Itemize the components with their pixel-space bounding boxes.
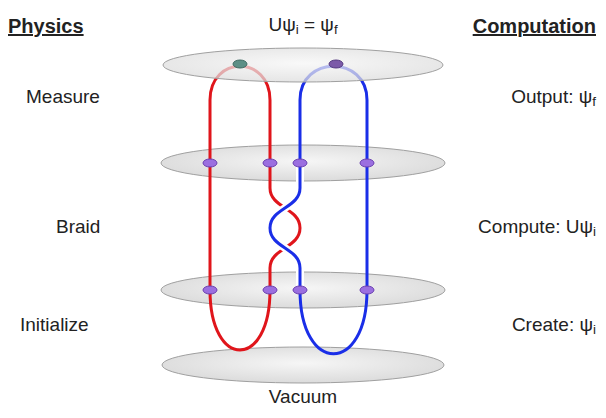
plane-ellipse [162, 347, 444, 383]
anyon-dot [263, 159, 277, 167]
column-heading: Computation [473, 14, 596, 38]
red-braid [270, 163, 300, 290]
anyon-dot [360, 159, 374, 167]
red-worldline [210, 290, 270, 350]
blue-braid [270, 163, 300, 290]
red-worldline [209, 163, 212, 290]
stage-label: Compute: Uψi [478, 216, 596, 239]
vacuum-plane: Vacuum [160, 346, 446, 409]
fusion-dot [233, 60, 247, 68]
plane-measure [163, 48, 443, 82]
anyon-dot [293, 286, 307, 294]
blue-worldline [300, 290, 367, 354]
stage-label: Create: ψi [512, 314, 596, 337]
plane-outline [160, 346, 446, 384]
braid-gap [270, 163, 300, 290]
stage-label: Initialize [20, 314, 89, 337]
stage-label: Braid [56, 216, 100, 239]
equation: Uψi = ψf [268, 14, 337, 37]
stage-label: Output: ψf [511, 86, 596, 109]
anyon-dot [263, 286, 277, 294]
anyon-dot [360, 286, 374, 294]
anyon-dot [293, 159, 307, 167]
stage-label: Measure [26, 86, 100, 109]
fusion-dot [329, 60, 343, 68]
anyon-dot [203, 286, 217, 294]
column-heading: Physics [8, 14, 84, 38]
plane-label: Vacuum [160, 386, 446, 409]
anyon-dot [203, 159, 217, 167]
blue-worldline [366, 163, 369, 290]
